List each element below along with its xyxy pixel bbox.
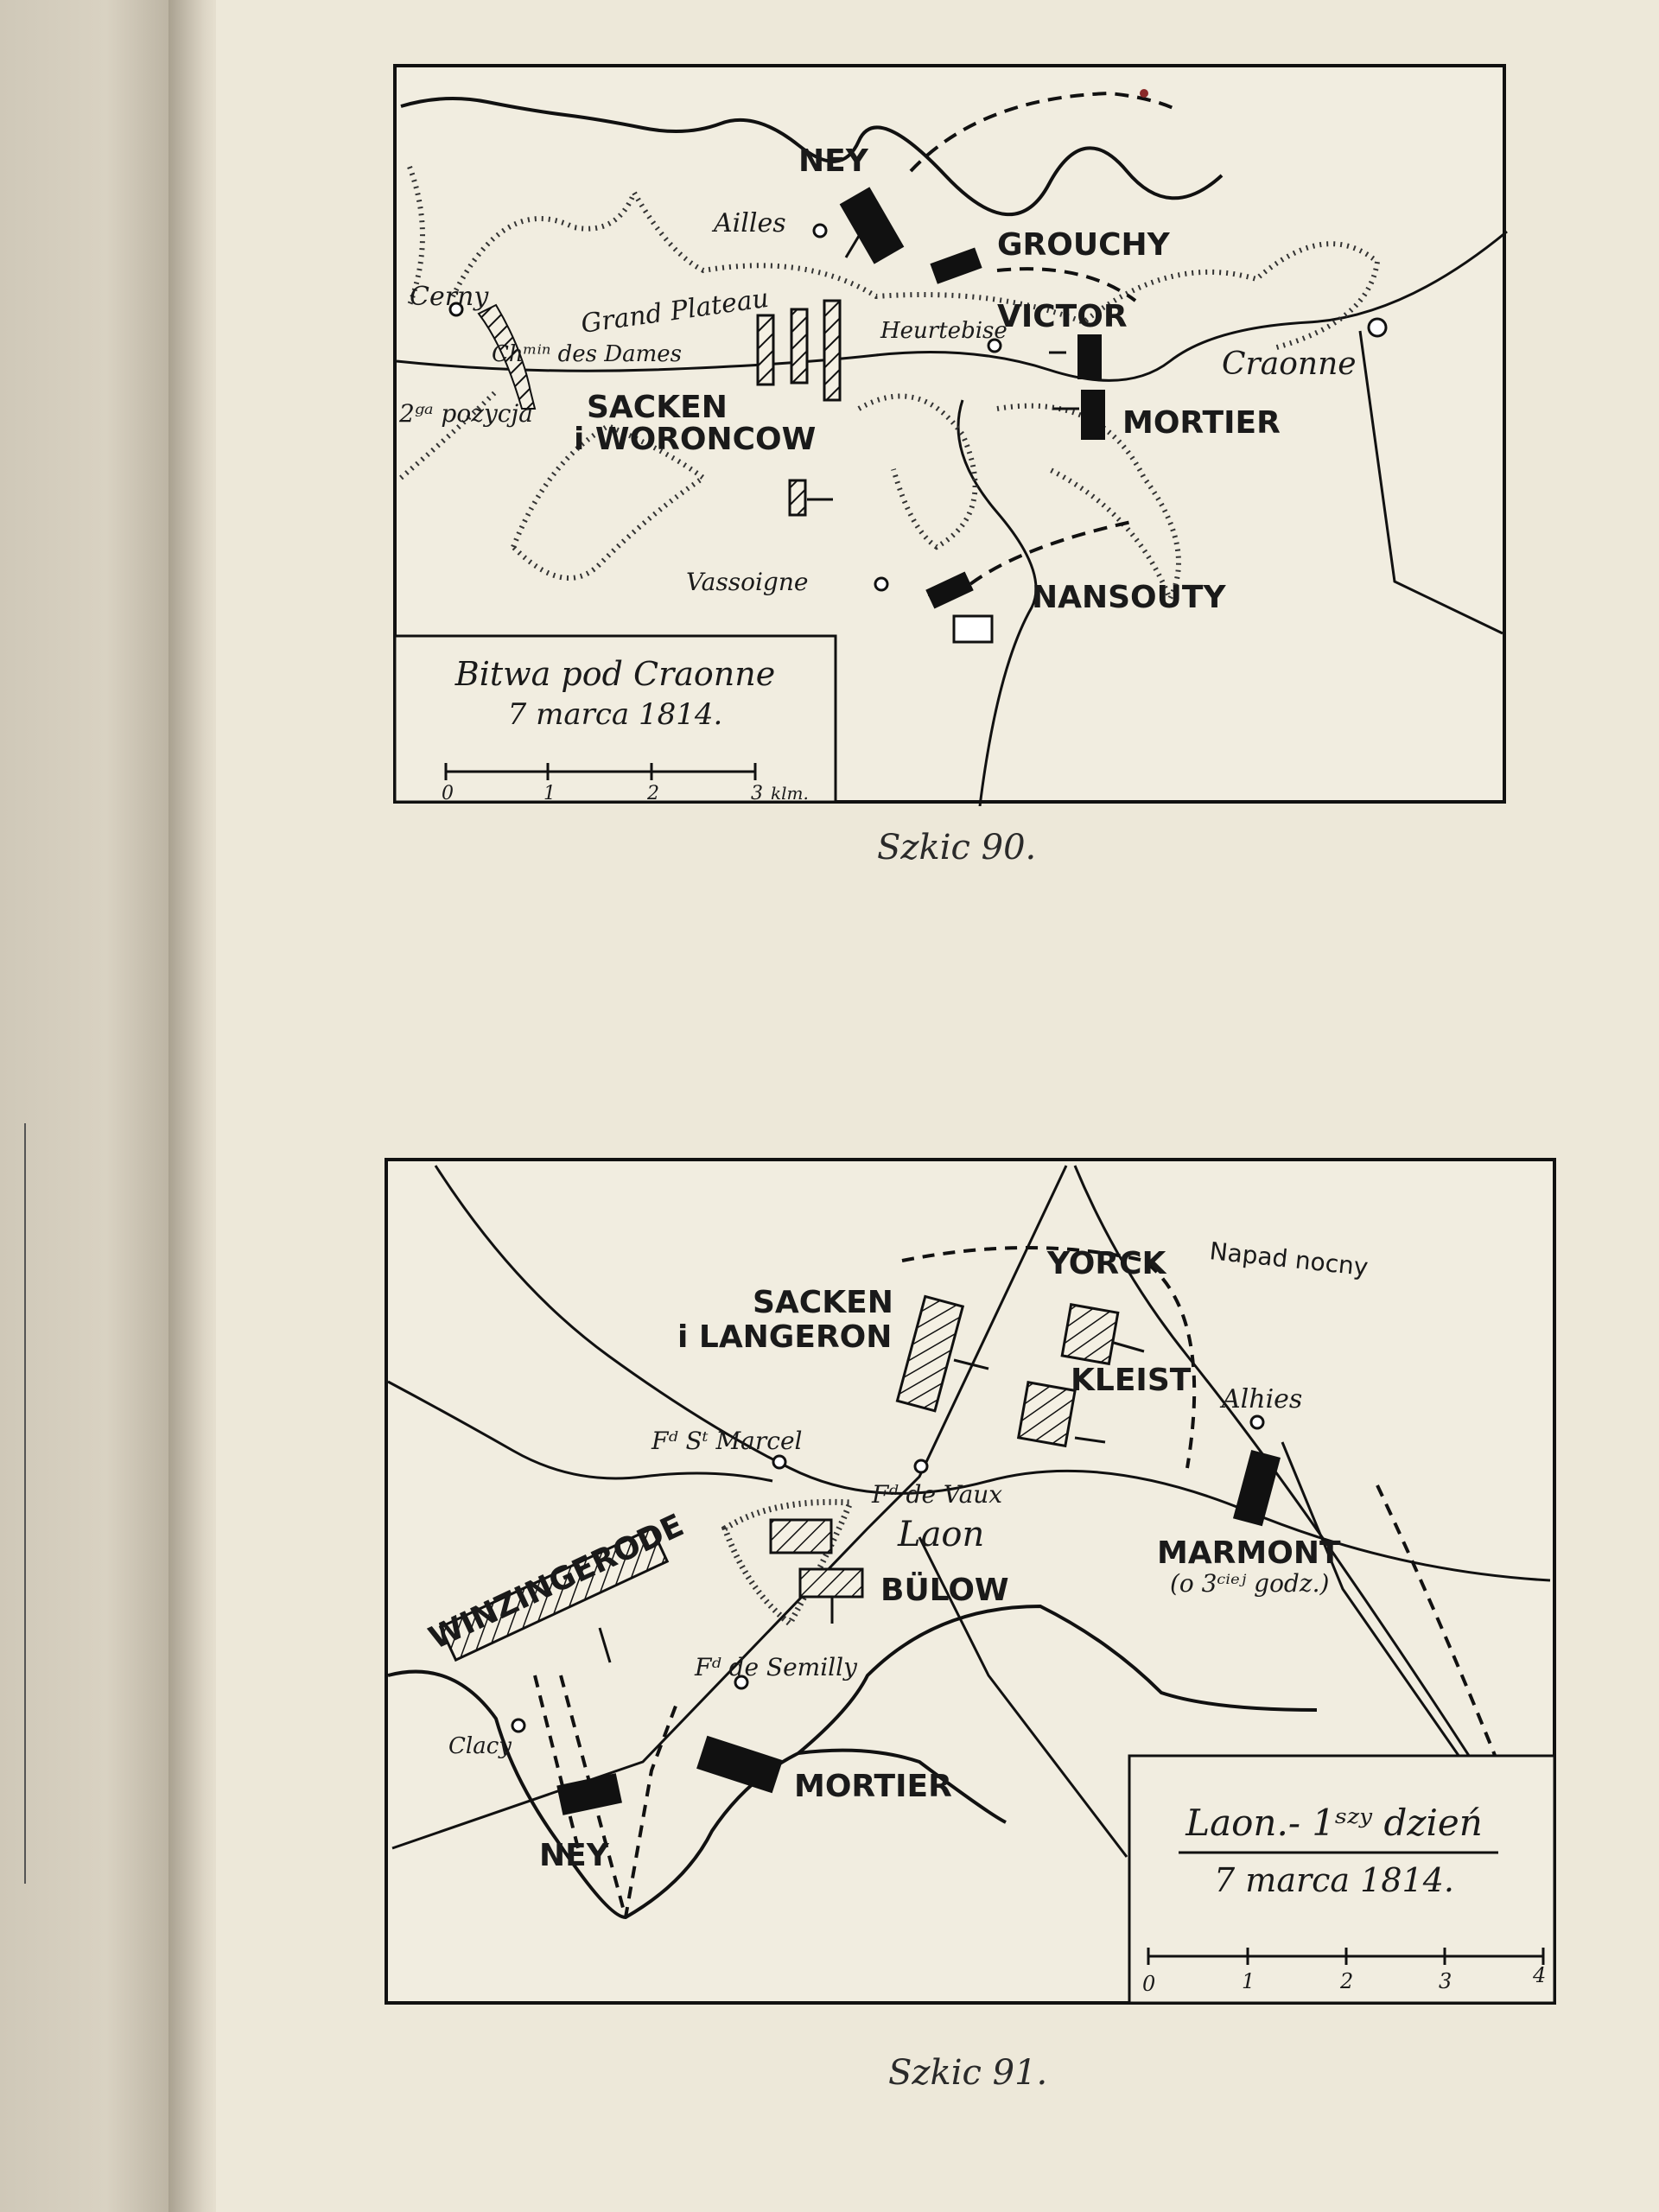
label-marmont: MARMONT <box>1157 1535 1341 1571</box>
label-langeron: i LANGERON <box>677 1319 892 1355</box>
label-grouchy: GROUCHY <box>997 227 1171 263</box>
book-gutter <box>168 0 220 2212</box>
label-semilly: Fᵈ de Semilly <box>694 1653 858 1681</box>
caption-szkic-91: Szkic 91. <box>888 2053 1048 2093</box>
unit-grouchy <box>930 247 982 284</box>
unit-winzingerode <box>438 1526 670 1662</box>
scale-tick-0: 0 <box>1142 1972 1155 1996</box>
unit-marmont <box>1232 1449 1281 1527</box>
label-alhies: Alhies <box>1219 1384 1302 1414</box>
allied-unit <box>788 479 807 517</box>
legend-title: Laon.- 1ˢᶻʸ dzień <box>1185 1802 1483 1844</box>
label-victor: VICTOR <box>997 299 1128 334</box>
allied-unit <box>756 314 775 386</box>
laon-town <box>769 1518 833 1554</box>
unit-ney <box>839 187 905 264</box>
label-craonne: Craonne <box>1222 346 1357 382</box>
label-laon: Laon <box>897 1515 984 1554</box>
allied-unit <box>790 308 809 385</box>
label-ney: NEY <box>539 1838 610 1873</box>
scale-unit: klm. <box>771 783 809 804</box>
previous-page-edge <box>0 0 177 2212</box>
unit-victor <box>1077 334 1102 379</box>
scale-tick-3: 3 <box>751 783 763 804</box>
label-clacy: Clacy <box>448 1733 512 1759</box>
label-mortier: MORTIER <box>794 1769 952 1804</box>
scale-tick-2: 2 <box>646 783 659 804</box>
caption-szkic-90: Szkic 90. <box>877 828 1037 868</box>
label-vassoigne: Vassoigne <box>686 568 808 596</box>
scale-tick-2: 2 <box>1339 1969 1353 1993</box>
label-yorck: YORCK <box>1046 1246 1167 1281</box>
unit-ney <box>556 1773 622 1815</box>
allied-unit <box>823 299 842 402</box>
label-marmont-time: (o 3ᶜⁱᵉʲ godz.) <box>1170 1569 1329 1598</box>
unit-yorck <box>1060 1303 1120 1366</box>
label-cerny: Cerny <box>410 282 489 312</box>
scale-tick-0: 0 <box>442 783 454 804</box>
label-ney: NEY <box>798 143 869 179</box>
label-kleist: KLEIST <box>1071 1363 1192 1398</box>
river-line <box>400 97 1224 216</box>
label-nansouty: NANSOUTY <box>1032 580 1226 615</box>
road-line <box>396 230 1508 382</box>
label-mortier: MORTIER <box>1122 405 1281 441</box>
legend-date: 7 marca 1814. <box>1214 1861 1454 1899</box>
scale-tick-4: 4 <box>1532 1963 1546 1987</box>
legend-title: Bitwa pod Craonne <box>454 655 775 693</box>
label-second-position: 2ᵍᵃ pozycja <box>398 399 533 428</box>
unit-mortier <box>1081 390 1105 440</box>
label-woroncow: i WORONCOW <box>574 422 816 457</box>
unit-bulow <box>798 1567 864 1599</box>
unit-sacken-langeron <box>895 1294 965 1413</box>
road-line <box>434 1165 1551 1582</box>
legend-date: 7 marca 1814. <box>508 697 723 732</box>
label-heurtebise: Heurtebise <box>880 318 1007 344</box>
previous-page-map-edge <box>24 1123 29 1884</box>
legend-box <box>1128 1754 1556 2005</box>
legend-box <box>393 634 837 804</box>
map-battle-of-craonne: NEY Ailles GROUCHY Cerny Grand Plateau V… <box>392 63 1509 806</box>
label-chemin-des-dames: Chᵐⁱⁿ des Dames <box>492 341 682 367</box>
label-bulow: BÜLOW <box>880 1572 1009 1608</box>
label-sacken: SACKEN <box>587 390 728 425</box>
scale-tick-3: 3 <box>1439 1969 1452 1993</box>
label-de-vaux: Fᵈ de Vaux <box>871 1480 1002 1509</box>
label-ailles: Ailles <box>711 208 786 238</box>
unit-kleist <box>1016 1381 1077 1448</box>
scale-tick-1: 1 <box>543 783 556 804</box>
label-st-marcel: Fᵈ Sᵗ Marcel <box>651 1427 802 1455</box>
map-battle-of-laon: SACKEN i LANGERON YORCK Napad nocny KLEI… <box>384 1157 1559 2007</box>
label-sacken: SACKEN <box>753 1285 893 1320</box>
stream-line <box>957 399 1038 806</box>
unit-mortier <box>696 1735 783 1794</box>
unit-nansouty <box>925 571 974 609</box>
scale-tick-1: 1 <box>1242 1969 1255 1993</box>
